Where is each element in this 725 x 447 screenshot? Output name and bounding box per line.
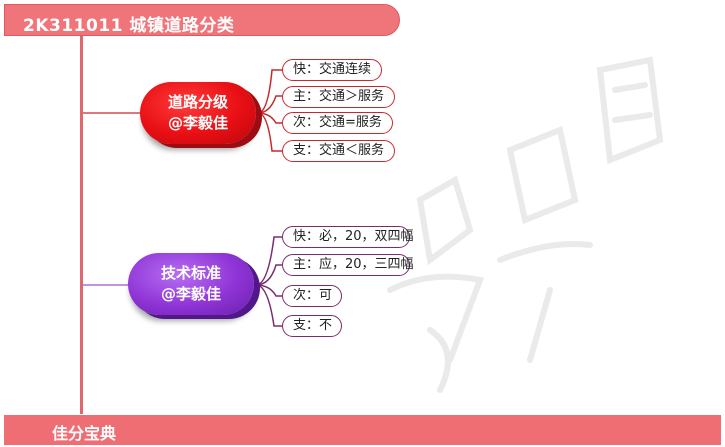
- node-technical-standard[interactable]: 技术标准 @李毅佳: [128, 253, 254, 315]
- leaf-label: 次：可: [293, 288, 333, 303]
- leaf-label: 快：必，20，双四幅: [293, 229, 414, 244]
- leaf-label: 快：交通连续: [293, 62, 372, 77]
- node-road-classification[interactable]: 道路分级 @李毅佳: [140, 82, 256, 144]
- page-title: 2K311011 城镇道路分类: [23, 16, 235, 36]
- leaf-arterial[interactable]: 主：交通＞服务: [282, 86, 395, 108]
- footer-title: 佳分宝典: [52, 424, 117, 443]
- leaf-label: 主：应，20，三四幅: [293, 257, 414, 272]
- leaf-label: 次：交通=服务: [293, 115, 382, 130]
- footer-bar: 佳分宝典: [4, 415, 721, 445]
- leaf-expressway[interactable]: 快：交通连续: [282, 59, 382, 81]
- leaf-branch-standard[interactable]: 支：不: [282, 315, 342, 337]
- node-label-line2: @李毅佳: [160, 285, 221, 303]
- leaf-label: 主：交通＞服务: [293, 89, 385, 104]
- node-label-line1: 道路分级: [167, 93, 228, 111]
- leaf-label: 支：不: [293, 318, 333, 333]
- title-bar: 2K311011 城镇道路分类: [4, 4, 400, 36]
- leaf-label: 支：交通＜服务: [293, 143, 385, 158]
- node-label-line1: 技术标准: [160, 264, 221, 282]
- leaf-arterial-standard[interactable]: 主：应，20，三四幅: [282, 254, 414, 276]
- node-label-line2: @李毅佳: [167, 114, 228, 132]
- leaf-branch-road[interactable]: 支：交通＜服务: [282, 140, 395, 162]
- leaf-secondary[interactable]: 次：交通=服务: [282, 112, 393, 134]
- trunk-line: [80, 36, 83, 414]
- leaf-secondary-standard[interactable]: 次：可: [282, 285, 342, 307]
- leaf-expressway-standard[interactable]: 快：必，20，双四幅: [282, 226, 414, 248]
